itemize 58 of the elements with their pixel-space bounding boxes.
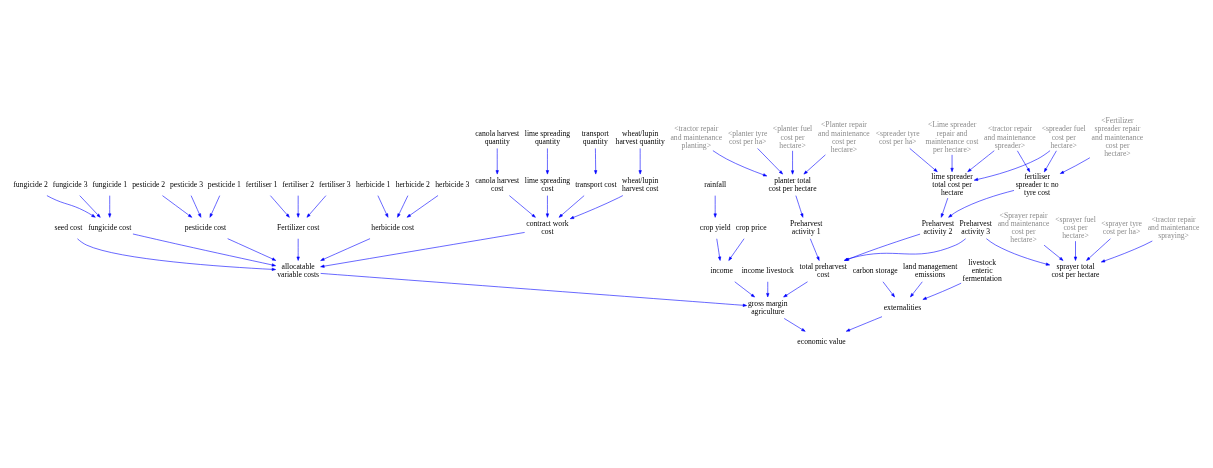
arrow [783,317,806,332]
arrow [270,194,290,218]
arrow [922,282,962,300]
arrow [986,237,1050,266]
arrow [1017,150,1031,172]
arrow [795,194,804,218]
arrow [1059,156,1091,174]
arrow [320,237,371,261]
arrow [509,194,536,218]
arrow [948,189,1015,218]
arrow [320,231,525,268]
arrow [397,194,409,218]
arrow [190,194,202,218]
arrow [757,147,783,174]
arrow [77,237,276,271]
arrow [558,194,585,218]
arrow [569,194,624,219]
arrow [638,147,642,174]
arrow [162,194,193,218]
arrow [132,233,276,266]
arrow [712,149,768,176]
arrow [909,147,938,172]
arrow [377,194,389,218]
arrow [1086,237,1111,261]
arrow [810,237,820,261]
arrow [1044,150,1057,172]
arrow [594,147,598,174]
arrow [803,154,826,174]
arrow [296,194,300,218]
arrow [967,149,995,172]
arrow [940,197,949,218]
arrow [46,194,96,218]
arrow [545,147,549,174]
arrow [227,237,277,261]
arrow [950,154,954,172]
arrow [108,194,112,218]
arrow [882,280,895,297]
arrow [973,149,1051,181]
arrow [728,237,745,261]
arrow [734,280,755,297]
arrow [1043,244,1064,261]
arrow [845,315,883,332]
arrow [713,194,717,218]
arrow [495,147,499,174]
arrow [791,150,795,174]
arrow [406,194,439,218]
arrow [716,237,722,261]
arrow [209,194,221,218]
arrow [320,272,747,307]
arrow [79,194,101,218]
arrow [306,194,327,218]
arrow [910,280,923,297]
arrow [783,280,808,297]
arrow [766,280,770,297]
arrow [1100,240,1153,262]
arrow [296,237,300,261]
arrow [545,194,549,218]
arrow [1073,240,1078,261]
